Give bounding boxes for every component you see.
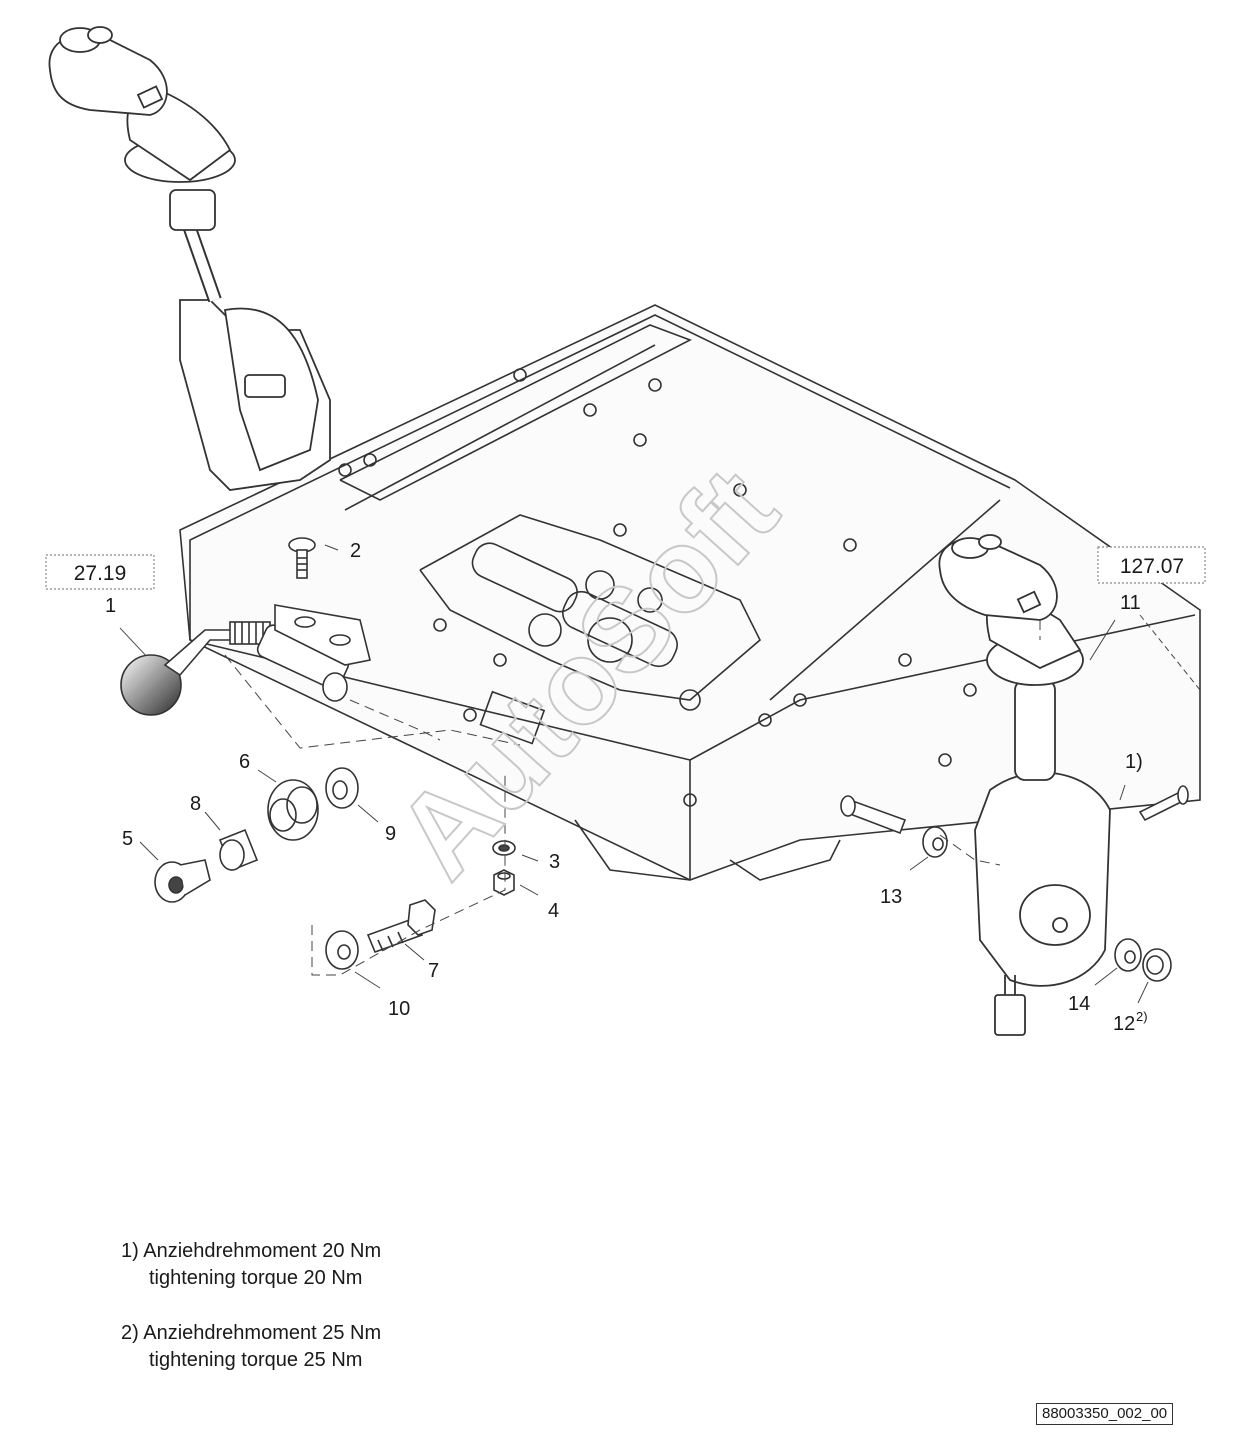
callout-12-superscript: 2) [1136,1009,1148,1024]
right-joystick [938,534,1111,1036]
callout-5: 5 [122,828,133,850]
footnote-1-line2: tightening torque 20 Nm [149,1267,363,1289]
callout-7: 7 [428,960,439,982]
ref-box-right: 127.07 [1097,546,1206,584]
ref-box-left: 27.19 [45,554,155,590]
part-9-washer [325,767,359,809]
part-10-washer [325,930,359,970]
callout-9: 9 [385,823,396,845]
part-5-pin [154,859,211,903]
callout-11: 11 [1120,592,1141,614]
footnote-1: 1) Anziehdrehmoment 20 Nm tightening tor… [121,1238,381,1292]
part-4-nut [493,869,515,896]
footnotes: 1) Anziehdrehmoment 20 Nm tightening tor… [121,1238,381,1402]
part-6-roller [267,779,319,841]
callout-6: 6 [239,751,250,773]
part-8-bushing [218,828,259,872]
callout-fn1: 1) [1125,751,1143,773]
part-3-washer [492,840,516,856]
document-id: 88003350_002_00 [1036,1403,1174,1425]
part-1-lever-knob [119,604,371,716]
footnote-2-line2: tightening torque 25 Nm [149,1349,363,1371]
ref-box-left-label: 27.19 [74,562,127,585]
callout-2: 2 [350,540,361,562]
console-base-plate [179,304,1201,881]
part-2-screw [288,537,316,579]
part-14-washer [1114,938,1142,972]
callout-8: 8 [190,793,201,815]
footnote-2: 2) Anziehdrehmoment 25 Nm tightening tor… [121,1320,381,1374]
callout-1: 1 [105,595,116,617]
ref-box-right-label: 127.07 [1120,555,1184,578]
callout-3: 3 [549,851,560,873]
callout-4: 4 [548,900,559,922]
callout-14: 14 [1068,993,1090,1015]
leader-lines [139,544,1201,1004]
part-7-bolt [366,899,436,954]
threaded-stud [840,795,907,835]
footnote-2-line1: 2) Anziehdrehmoment 25 Nm [121,1322,382,1344]
part-fn1-screw [1138,785,1189,822]
left-joystick [48,26,331,491]
callouts: 1 2 3 4 5 6 7 8 9 10 11 12 2) 13 14 1) [105,540,1148,1035]
footnote-1-line1: 1) Anziehdrehmoment 20 Nm [121,1240,382,1262]
callout-10: 10 [388,998,410,1020]
part-12-nut [1142,948,1172,982]
part-13-spacer [922,826,948,858]
callout-13: 13 [880,886,902,908]
callout-12: 12 [1113,1013,1135,1035]
